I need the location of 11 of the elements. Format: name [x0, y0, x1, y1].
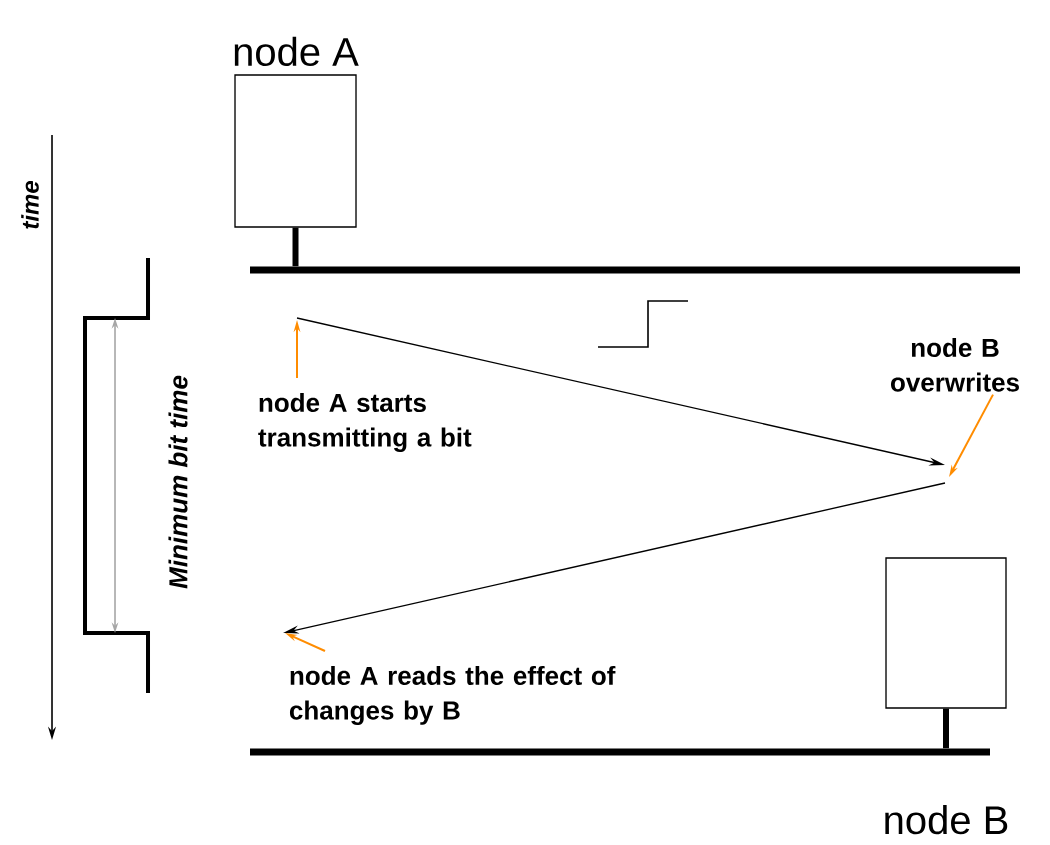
axis-label: time	[21, 181, 39, 229]
axis-label: Minimum bit time	[168, 375, 188, 589]
connector-stub	[292, 227, 299, 267]
annotation-text: node A starts transmitting a bit	[258, 392, 472, 452]
annotation-text: node B overwrites	[891, 337, 1019, 392]
node-box: node A	[234, 36, 359, 228]
node-label: node B	[885, 804, 1008, 835]
node-box: node B	[885, 557, 1008, 835]
node-label: node A	[234, 36, 359, 67]
connector-stub	[943, 708, 949, 749]
annotation-text: node A reads the effect of changes by B	[289, 665, 616, 725]
